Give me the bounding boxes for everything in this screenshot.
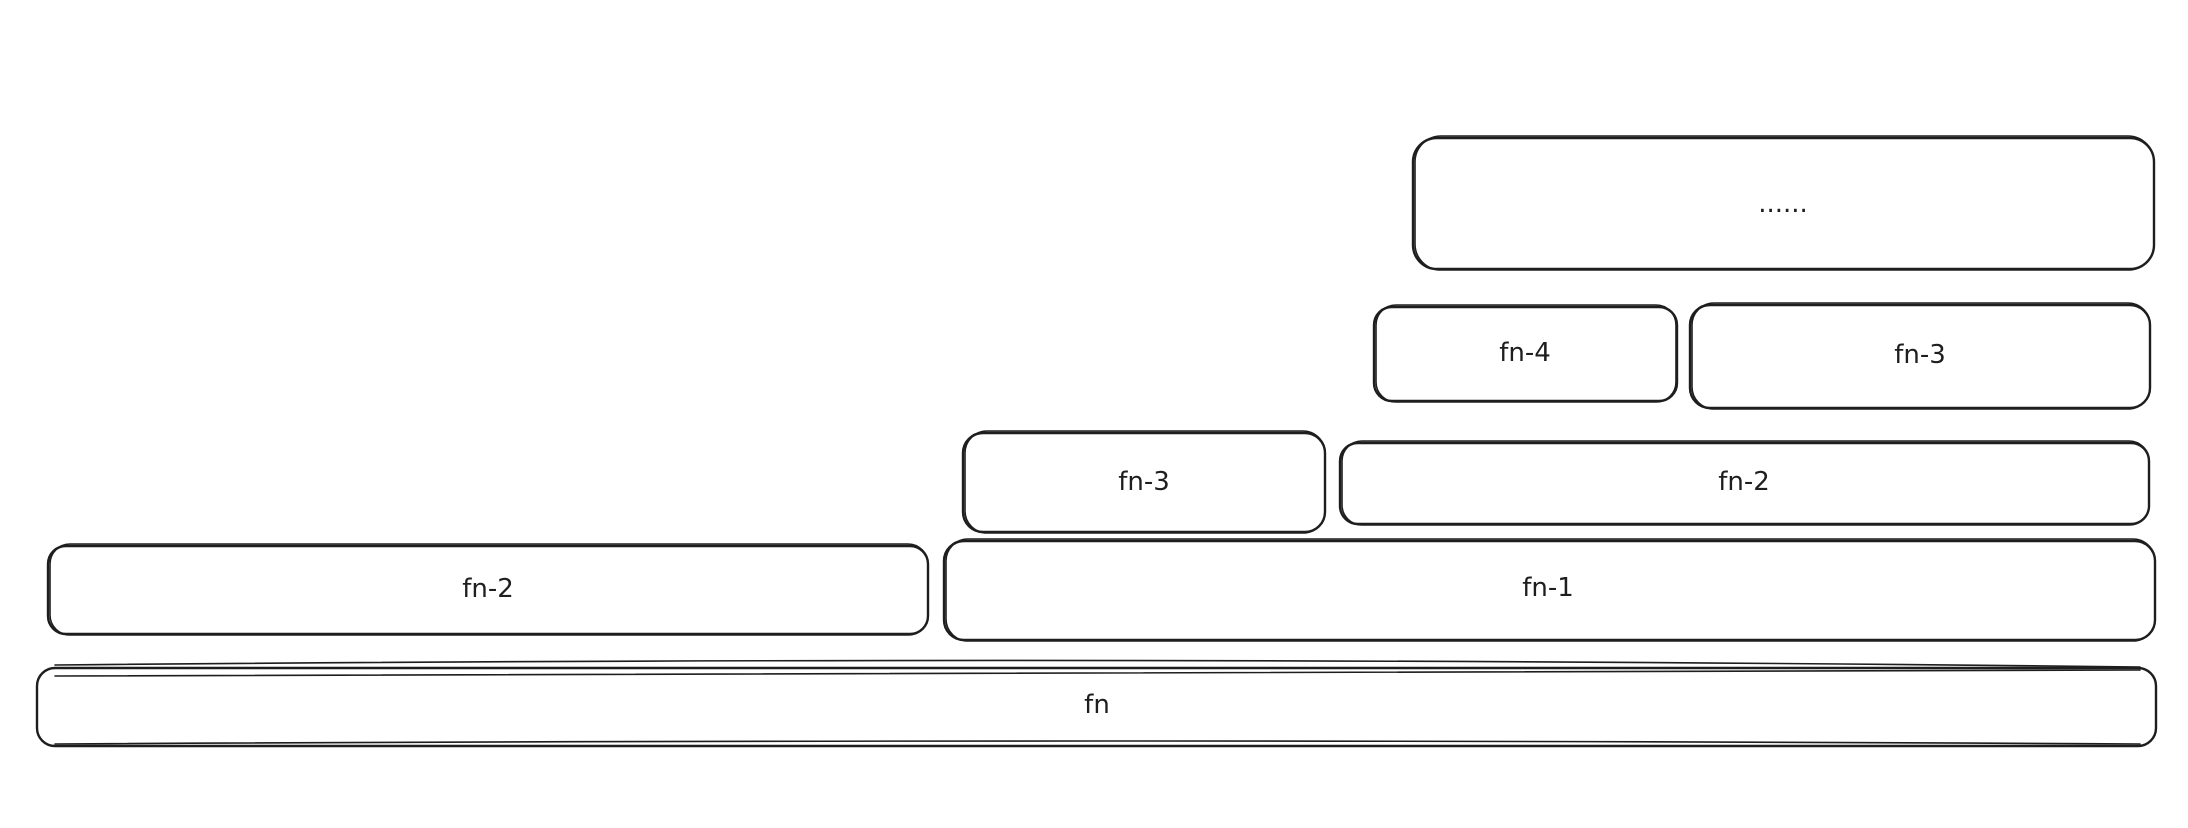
box-fn-4: fn-4 (1372, 304, 1679, 403)
box-fn-3-middle: fn-3 (961, 430, 1327, 534)
box-fn-label: fn (1084, 690, 1110, 720)
box-fn-1-label: fn-1 (1522, 573, 1574, 603)
box-fn-2-right: fn-2 (1338, 440, 2151, 526)
box-fn-3-upper: fn-3 (1688, 302, 2152, 410)
box-fn: fn (35, 659, 2158, 748)
box-fn-2-left-label: fn-2 (462, 574, 514, 604)
box-ellipsis-label: ...... (1758, 189, 1808, 219)
box-fn-3-upper-label: fn-3 (1894, 340, 1946, 370)
box-fn-4-label: fn-4 (1499, 338, 1551, 368)
box-fn-1: fn-1 (942, 538, 2157, 642)
box-fn-3-middle-label: fn-3 (1118, 467, 1170, 497)
box-ellipsis: ...... (1411, 135, 2156, 271)
box-fn-2-left: fn-2 (46, 543, 930, 636)
box-fn-2-right-label: fn-2 (1718, 467, 1770, 497)
